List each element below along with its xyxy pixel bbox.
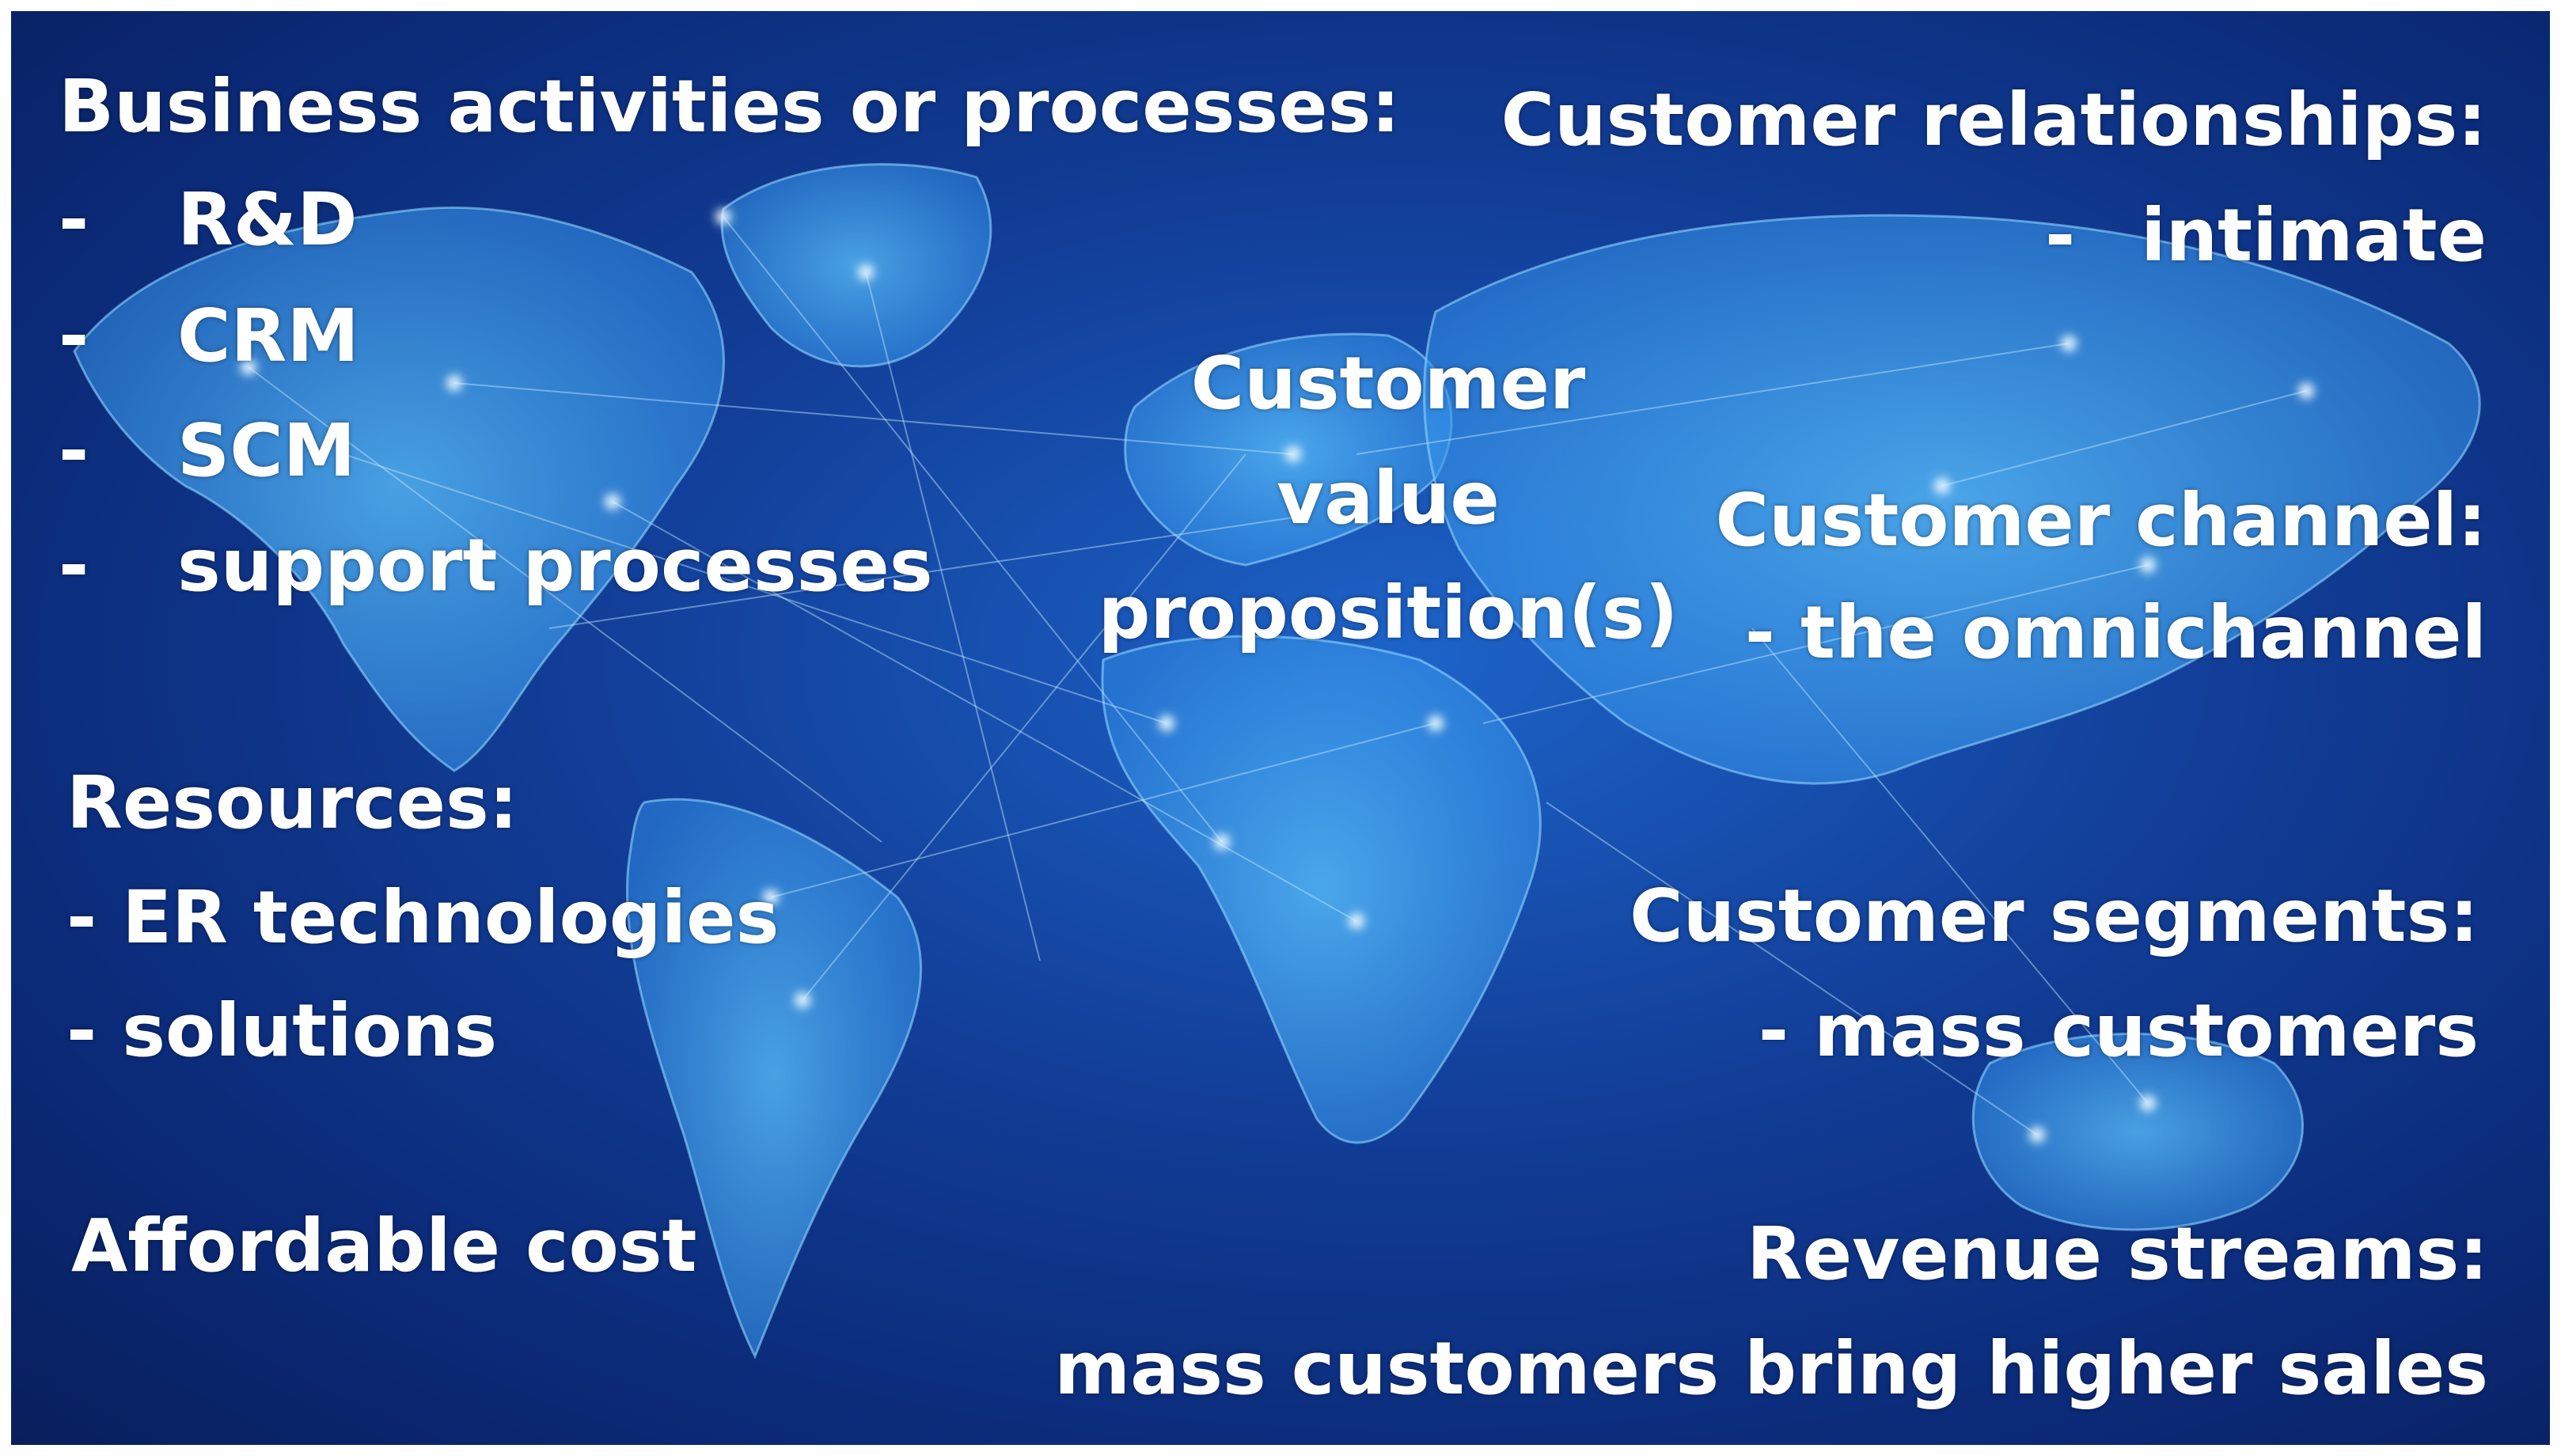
customer-channel-title: Customer channel: xyxy=(1715,478,2487,563)
business-activity-bullet: - xyxy=(59,523,89,608)
asia xyxy=(1423,214,2481,785)
business-activity-rnd: R&D xyxy=(177,177,358,262)
world-network-map xyxy=(73,163,2481,1359)
value-proposition-line-2: value xyxy=(1277,456,1500,540)
business-activity-bullet: - xyxy=(59,177,89,262)
business-activities-title: Business activities or processes: xyxy=(59,64,1401,149)
customer-relationships-title: Customer relationships: xyxy=(1501,78,2487,162)
customer-segments-item: - mass customers xyxy=(1758,988,2479,1073)
business-activity-bullet: - xyxy=(59,408,89,493)
south-america xyxy=(625,798,923,1359)
resources-item-solutions: - solutions xyxy=(66,988,498,1073)
business-activity-scm: SCM xyxy=(177,408,356,493)
resources-title: Resources: xyxy=(66,760,518,845)
revenue-streams-title: Revenue streams: xyxy=(1746,1211,2488,1296)
world-map-panel: Business activities or processes: - R&D … xyxy=(11,11,2550,1445)
value-proposition-line-3: proposition(s) xyxy=(1098,571,1679,655)
australia xyxy=(1971,1033,2304,1231)
greenland xyxy=(720,163,992,368)
north-america xyxy=(73,206,725,772)
value-proposition-line-1: Customer xyxy=(1190,341,1586,426)
network-links xyxy=(248,216,2307,1136)
cost-label: Affordable cost xyxy=(71,1204,697,1288)
customer-relationships-bullet: - xyxy=(2045,193,2076,278)
africa xyxy=(1101,635,1542,1144)
customer-segments-title: Customer segments: xyxy=(1630,874,2479,958)
continents xyxy=(73,163,2481,1359)
revenue-streams-item: mass customers bring higher sales xyxy=(1054,1326,2488,1411)
business-activity-bullet: - xyxy=(59,294,89,378)
business-activity-support-processes: support processes xyxy=(177,523,933,608)
customer-channel-item: - the omnichannel xyxy=(1744,590,2487,675)
customer-relationships-item: intimate xyxy=(2141,193,2487,278)
business-activity-crm: CRM xyxy=(177,294,359,378)
resources-item-er-technologies: - ER technologies xyxy=(66,875,780,960)
network-nodes xyxy=(241,209,2314,1143)
